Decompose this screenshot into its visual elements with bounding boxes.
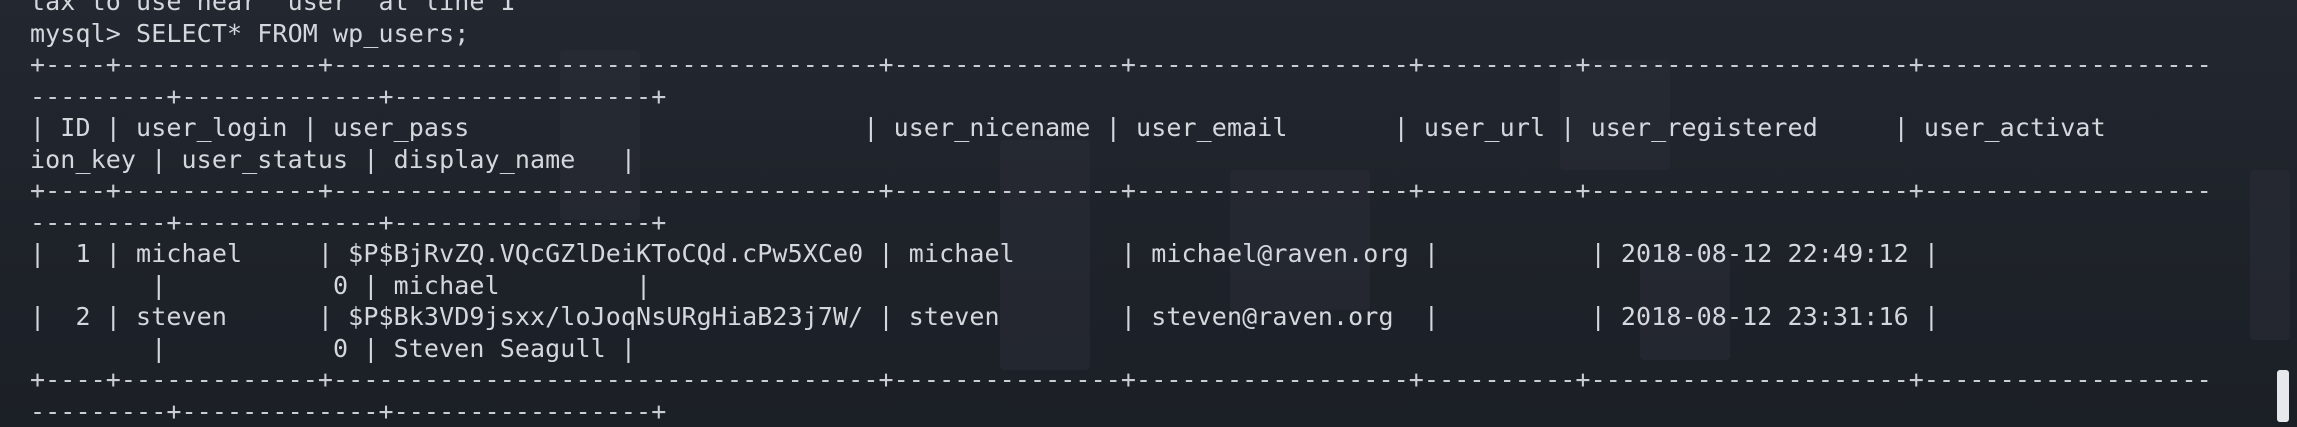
table-border: ---------+-------------+----------------… <box>30 81 667 111</box>
table-border: ---------+-------------+----------------… <box>30 207 667 237</box>
table-border: ---------+-------------+----------------… <box>30 396 667 426</box>
table-header: | ID | user_login | user_pass | user_nic… <box>30 113 2106 142</box>
background-artifact <box>1560 60 1670 170</box>
table-row: | 0 | michael | <box>30 270 652 300</box>
table-border: +----+-------------+--------------------… <box>30 50 2212 79</box>
table-border: +----+-------------+--------------------… <box>30 176 2212 205</box>
terminal-output: tax to use near 'user' at line 1 mysql> S… <box>30 0 2212 427</box>
background-artifact <box>1640 250 1730 360</box>
table-border: +----+-------------+--------------------… <box>30 365 2212 394</box>
table-row: | 1 | michael | $P$BjRvZQ.VQcGZlDeiKToCQ… <box>30 239 1940 268</box>
table-row: | 0 | Steven Seagull | <box>30 333 637 363</box>
background-artifact <box>1230 170 1370 310</box>
table-row: | 2 | steven | $P$Bk3VD9jsxx/loJoqNsURgH… <box>30 302 1940 331</box>
background-artifact <box>560 50 640 220</box>
background-artifact <box>2250 170 2290 340</box>
background-artifact <box>1000 140 1090 370</box>
scrollbar-thumb[interactable] <box>2277 370 2289 422</box>
table-header: ion_key | user_status | display_name | <box>30 144 637 174</box>
prompt-line: mysql> SELECT* FROM wp_users; <box>30 18 470 48</box>
error-line: tax to use near 'user' at line 1 <box>30 0 515 16</box>
